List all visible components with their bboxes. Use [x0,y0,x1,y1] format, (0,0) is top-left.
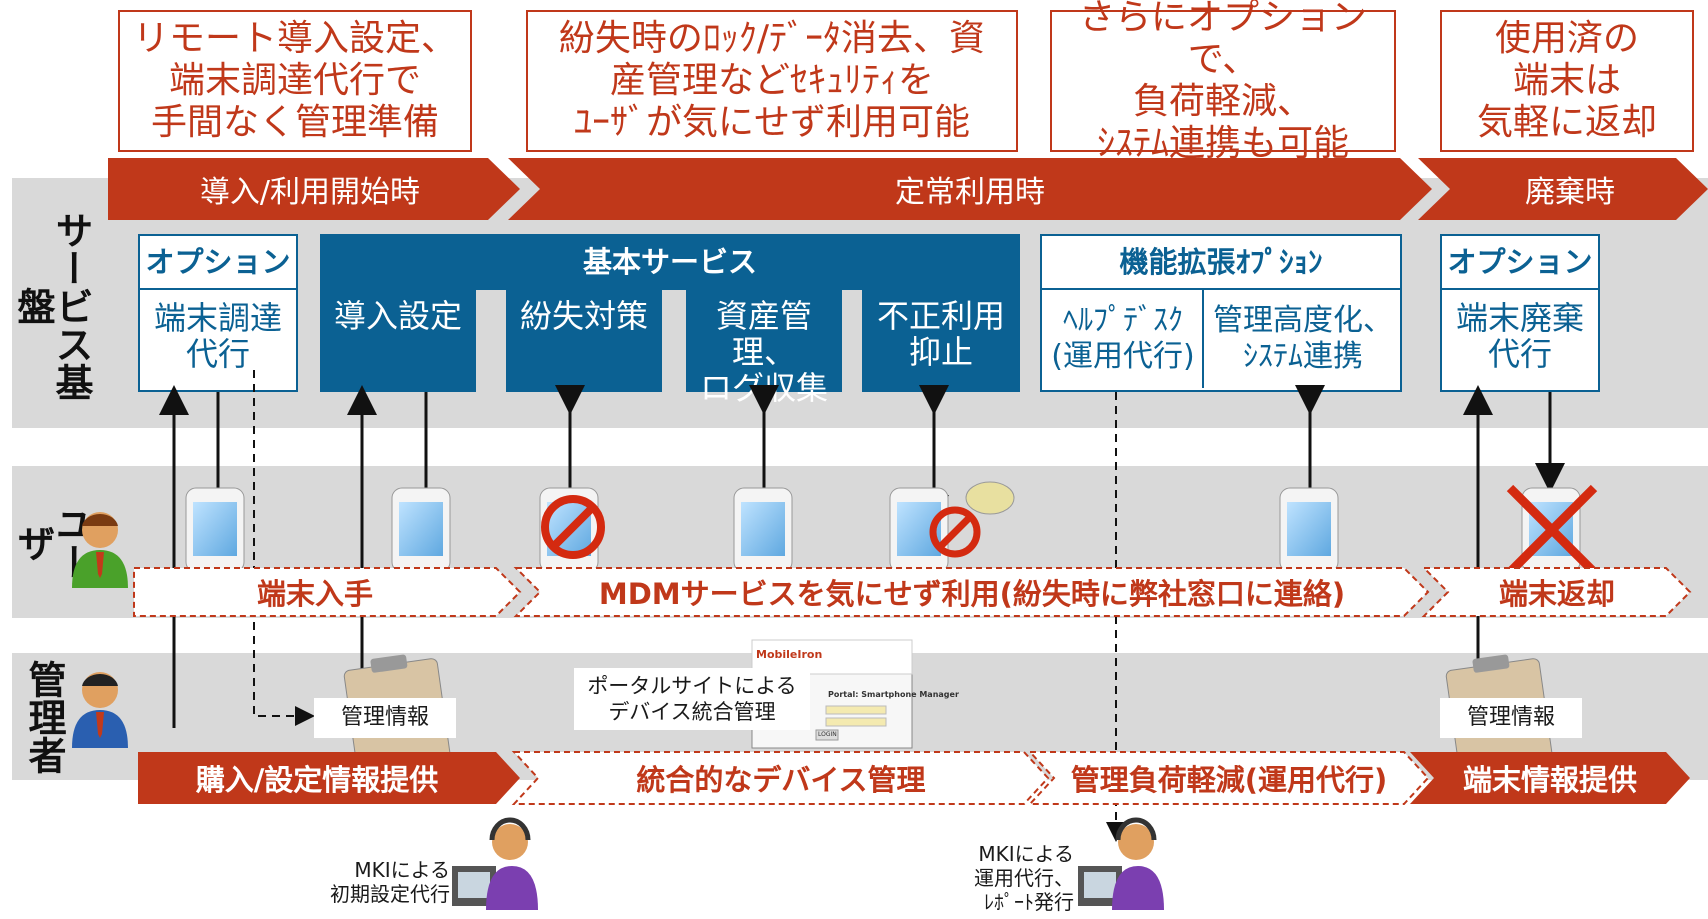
option-right-head: オプション [1442,236,1598,290]
option-right-box: オプション 端末廃棄 代行 [1440,234,1600,392]
basic-item-deploy: 導入設定 [320,290,476,392]
callout-deploy: リモート導入設定、 端末調達代行で 手間なく管理準備 [118,10,472,152]
ext-option-head: 機能拡張ｵﾌﾟｼｮﾝ [1042,236,1400,290]
option-left-box: オプション 端末調達 代行 [138,234,298,392]
phase-arrow-start [108,158,520,220]
ext-item-integration: 管理高度化、 ｼｽﾃﾑ連携 [1213,303,1393,374]
operator-icon-ops [1078,817,1164,910]
user-strip-arrow-return [1421,567,1692,617]
option-right-item: 端末廃棄 代行 [1455,299,1584,373]
row-label-admin: 管理者 [22,660,66,774]
phone-icon-dispose [1506,484,1598,576]
phone-icon-integration [1279,487,1339,573]
user-strip-use: MDMサービスを気にせず利用(紛失時に弊社窓口に連絡) [598,577,1346,611]
admin-strip-arrow-provide [138,752,520,804]
portal-login-button: LOGIN [818,731,837,738]
option-left-head: オプション [140,236,296,290]
callout-return: 使用済の 端末は 気軽に返却 [1440,10,1694,152]
operator-icon-initial [452,817,538,910]
admin-person-icon [72,672,128,748]
admin-strip-arrow-manage [511,751,1050,805]
phone-icon-asset [733,487,793,573]
admin-strip-provide: 購入/設定情報提供 [195,763,439,797]
basic-item-misuse: 不正利用 抑止 [862,290,1020,392]
portal-title: Portal: Smartphone Manager [828,690,959,699]
basic-service-head: 基本サービス [582,245,757,279]
user-strip-acquire: 端末入手 [256,577,373,611]
ext-option-box: 機能拡張ｵﾌﾟｼｮﾝ [1040,234,1402,392]
admin-strip-arrow-reduce [1027,751,1430,805]
user-strip-return: 端末返却 [1498,577,1615,611]
mgmt-info-label-left: 管理情報 [314,698,456,738]
phone-icon-loss [539,487,605,573]
portal-screenshot [751,639,913,749]
phase-arrow-end [1418,158,1708,220]
phone-icon-procure [185,487,245,573]
basic-item-loss: 紛失対策 [506,290,662,392]
user-strip-arrow-acquire [133,567,522,617]
row-label-service: サービス基盤 [11,211,93,401]
callout-security: 紛失時のﾛｯｸ/ﾃﾞｰﾀ消去、資 産管理などｾｷｭﾘﾃｨを ﾕｰｻﾞが気にせず利… [526,10,1018,152]
phase-arrow-steady [508,158,1432,220]
phase-label-steady: 定常利用時 [895,175,1045,210]
phase-label-start: 導入/利用開始時 [199,175,421,210]
ext-item-helpdesk: ﾍﾙﾌﾟﾃﾞｽｸ (運用代行) [1044,290,1204,388]
basic-service-box: 基本サービス [320,234,1020,290]
phone-icon-deploy [391,487,451,573]
mki-initial-caption: MKIによる 初期設定代行 [330,858,450,906]
phone-icon-misuse [889,481,1015,573]
admin-strip-arrow-device-info [1410,752,1690,804]
admin-strip-reduce: 管理負荷軽減(運用代行) [1070,763,1388,797]
user-person-icon [72,512,128,588]
portal-brand: MobileIron [756,648,823,661]
mki-ops-caption: MKIによる 運用代行、 ﾚﾎﾟｰﾄ発行 [974,842,1074,914]
admin-strip-device-info: 端末情報提供 [1462,763,1637,797]
portal-label: ポータルサイトによる デバイス統合管理 [574,668,810,730]
option-left-item: 端末調達 代行 [153,299,282,373]
mgmt-info-label-right: 管理情報 [1440,698,1582,738]
phase-label-end: 廃棄時 [1525,175,1615,210]
dashed-arrow-mgmt-info [253,370,315,726]
admin-strip-manage: 統合的なデバイス管理 [636,763,926,797]
user-strip-arrow-use [513,567,1430,617]
